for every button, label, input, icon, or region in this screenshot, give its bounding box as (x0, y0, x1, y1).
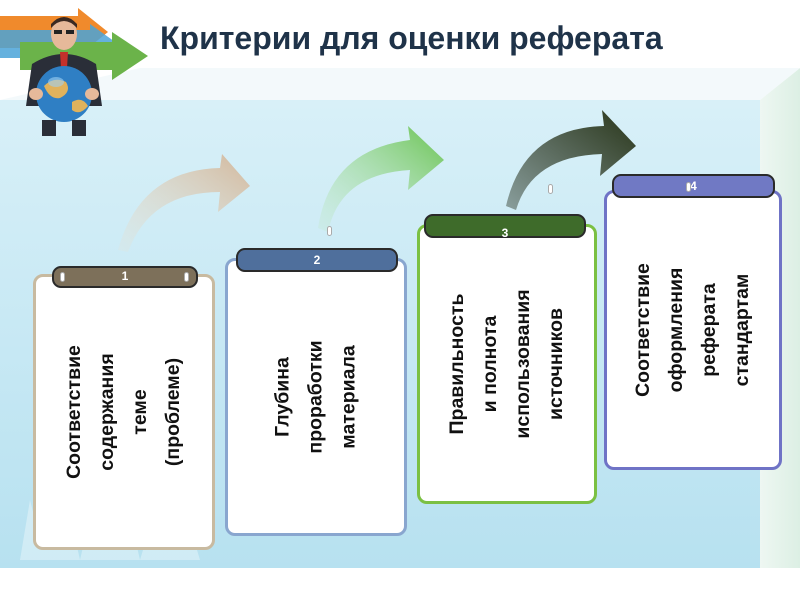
criterion-card-2: Глубина проработки материала (225, 258, 407, 536)
criterion-1-line-3: теме (129, 389, 151, 435)
criterion-1-line-2: содержания (96, 353, 118, 471)
tab-marker (327, 226, 332, 236)
criterion-3-line-3: использования (512, 289, 534, 439)
criterion-card-4: Соответствие оформления реферата стандар… (604, 190, 782, 470)
criterion-2-line-2: проработки (304, 340, 327, 454)
criterion-number-2: 2 (313, 253, 321, 267)
criterion-4-line-3: реферата (698, 283, 720, 377)
criterion-2-line-1: Глубина (271, 357, 294, 437)
businessman-globe-icon (26, 17, 102, 136)
criterion-tab-3: 3 (424, 214, 586, 240)
tab-marker (60, 272, 65, 282)
criterion-1-line-4: (проблеме) (162, 357, 184, 467)
criterion-1-line-1: Соответствие (63, 345, 85, 479)
criterion-tab-1: 1 (52, 266, 198, 288)
criterion-3-line-4: источников (545, 307, 567, 421)
criterion-text-4: Соответствие оформления реферата стандар… (627, 263, 759, 397)
criterion-number-1: 1 (121, 269, 129, 283)
criterion-3-line-1: Правильность (446, 293, 468, 435)
tab-marker (686, 182, 691, 192)
criterion-text-3: Правильность и полнота использования ист… (441, 289, 573, 438)
criterion-4-line-4: стандартам (731, 273, 753, 387)
criterion-text-1: Соответствие содержания теме (проблеме) (58, 345, 190, 479)
criterion-card-1: Соответствие содержания теме (проблеме) (33, 274, 215, 550)
tab-marker (548, 184, 553, 194)
criterion-4-line-1: Соответствие (632, 263, 654, 397)
criterion-2-line-3: материала (337, 345, 360, 449)
criterion-4-line-2: оформления (665, 267, 687, 393)
criterion-number-4: 4 (690, 179, 697, 193)
criterion-text-2: Глубина проработки материала (267, 340, 366, 453)
tab-marker (184, 272, 189, 282)
slide-title: Критерии для оценки реферата (160, 20, 663, 56)
criterion-tab-2: 2 (236, 248, 398, 272)
criterion-tab-4: 4 (612, 174, 775, 198)
criterion-number-3: 3 (501, 226, 509, 240)
criterion-card-3: Правильность и полнота использования ист… (417, 224, 597, 504)
criterion-3-line-2: и полнота (479, 315, 501, 413)
